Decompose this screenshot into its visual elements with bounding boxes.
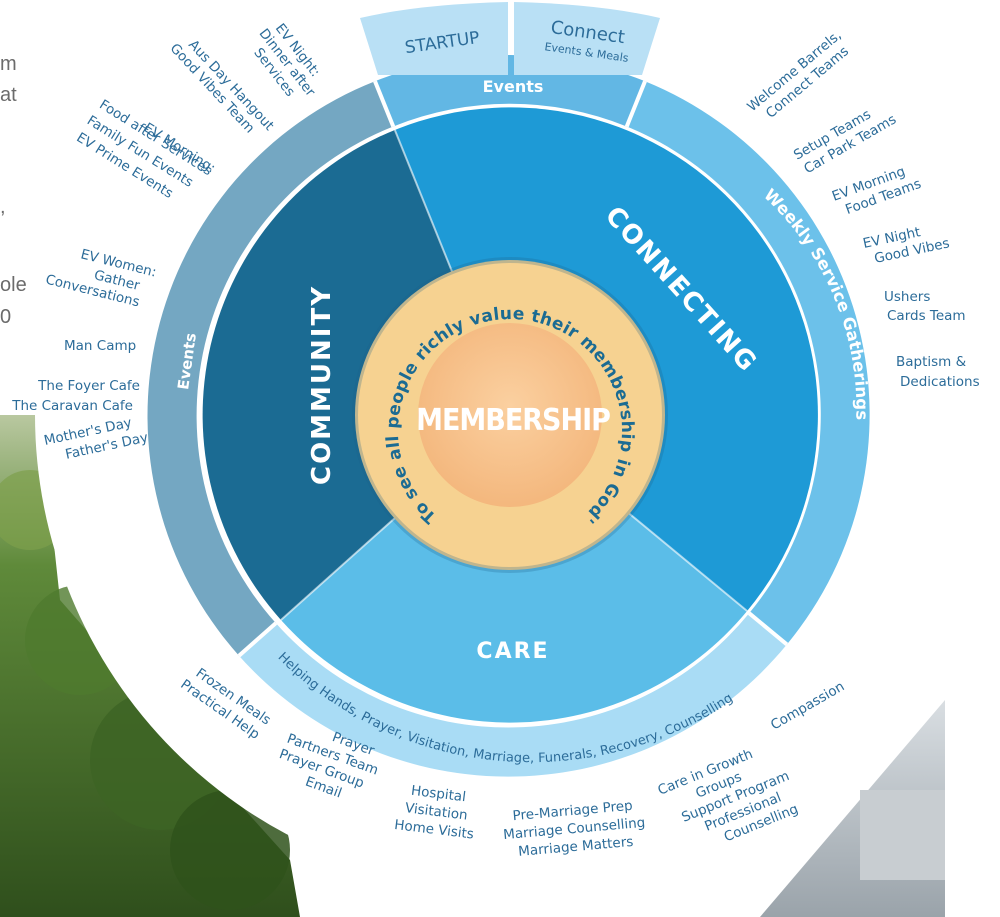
background-text-fragment: at: [0, 84, 17, 106]
label-baptism: Baptism & Dedications: [896, 354, 980, 390]
center-label: MEMBERSHIP: [416, 403, 610, 438]
label-man-camp: Man Camp: [64, 338, 136, 354]
community-title: COMMUNITY: [307, 285, 337, 485]
background-text-fragment: ole: [0, 274, 27, 296]
care-title: CARE: [476, 639, 549, 664]
tab-connect: [514, 2, 660, 75]
background-text-fragment: 0: [0, 306, 12, 328]
svg-text:Visitation: Visitation: [404, 800, 468, 824]
ring-care: [238, 613, 787, 777]
svg-text:Baptism &: Baptism &: [896, 354, 967, 370]
label-ushers: Ushers Cards Team: [884, 289, 966, 324]
tab-startup: [360, 2, 508, 75]
events-top-label: Events: [483, 77, 544, 96]
ring-weekly: [626, 81, 870, 645]
svg-text:Dedications: Dedications: [900, 374, 980, 390]
background-text-fragment: m: [0, 53, 17, 75]
label-prayer: Prayer Partners Team Prayer Group Email: [277, 729, 380, 801]
background-text-fragment: ,: [0, 196, 6, 218]
svg-text:The Caravan Cafe: The Caravan Cafe: [11, 398, 133, 414]
center-circle: [418, 323, 602, 507]
svg-text:The Foyer Cafe: The Foyer Cafe: [37, 378, 140, 394]
svg-text:Cards Team: Cards Team: [887, 308, 966, 324]
sector-community: [202, 130, 511, 621]
svg-text:Hospital: Hospital: [410, 783, 467, 806]
svg-text:Ushers: Ushers: [884, 289, 930, 305]
label-cafes: The Foyer Cafe The Caravan Cafe: [11, 378, 140, 414]
ring-events-left: [147, 81, 394, 656]
